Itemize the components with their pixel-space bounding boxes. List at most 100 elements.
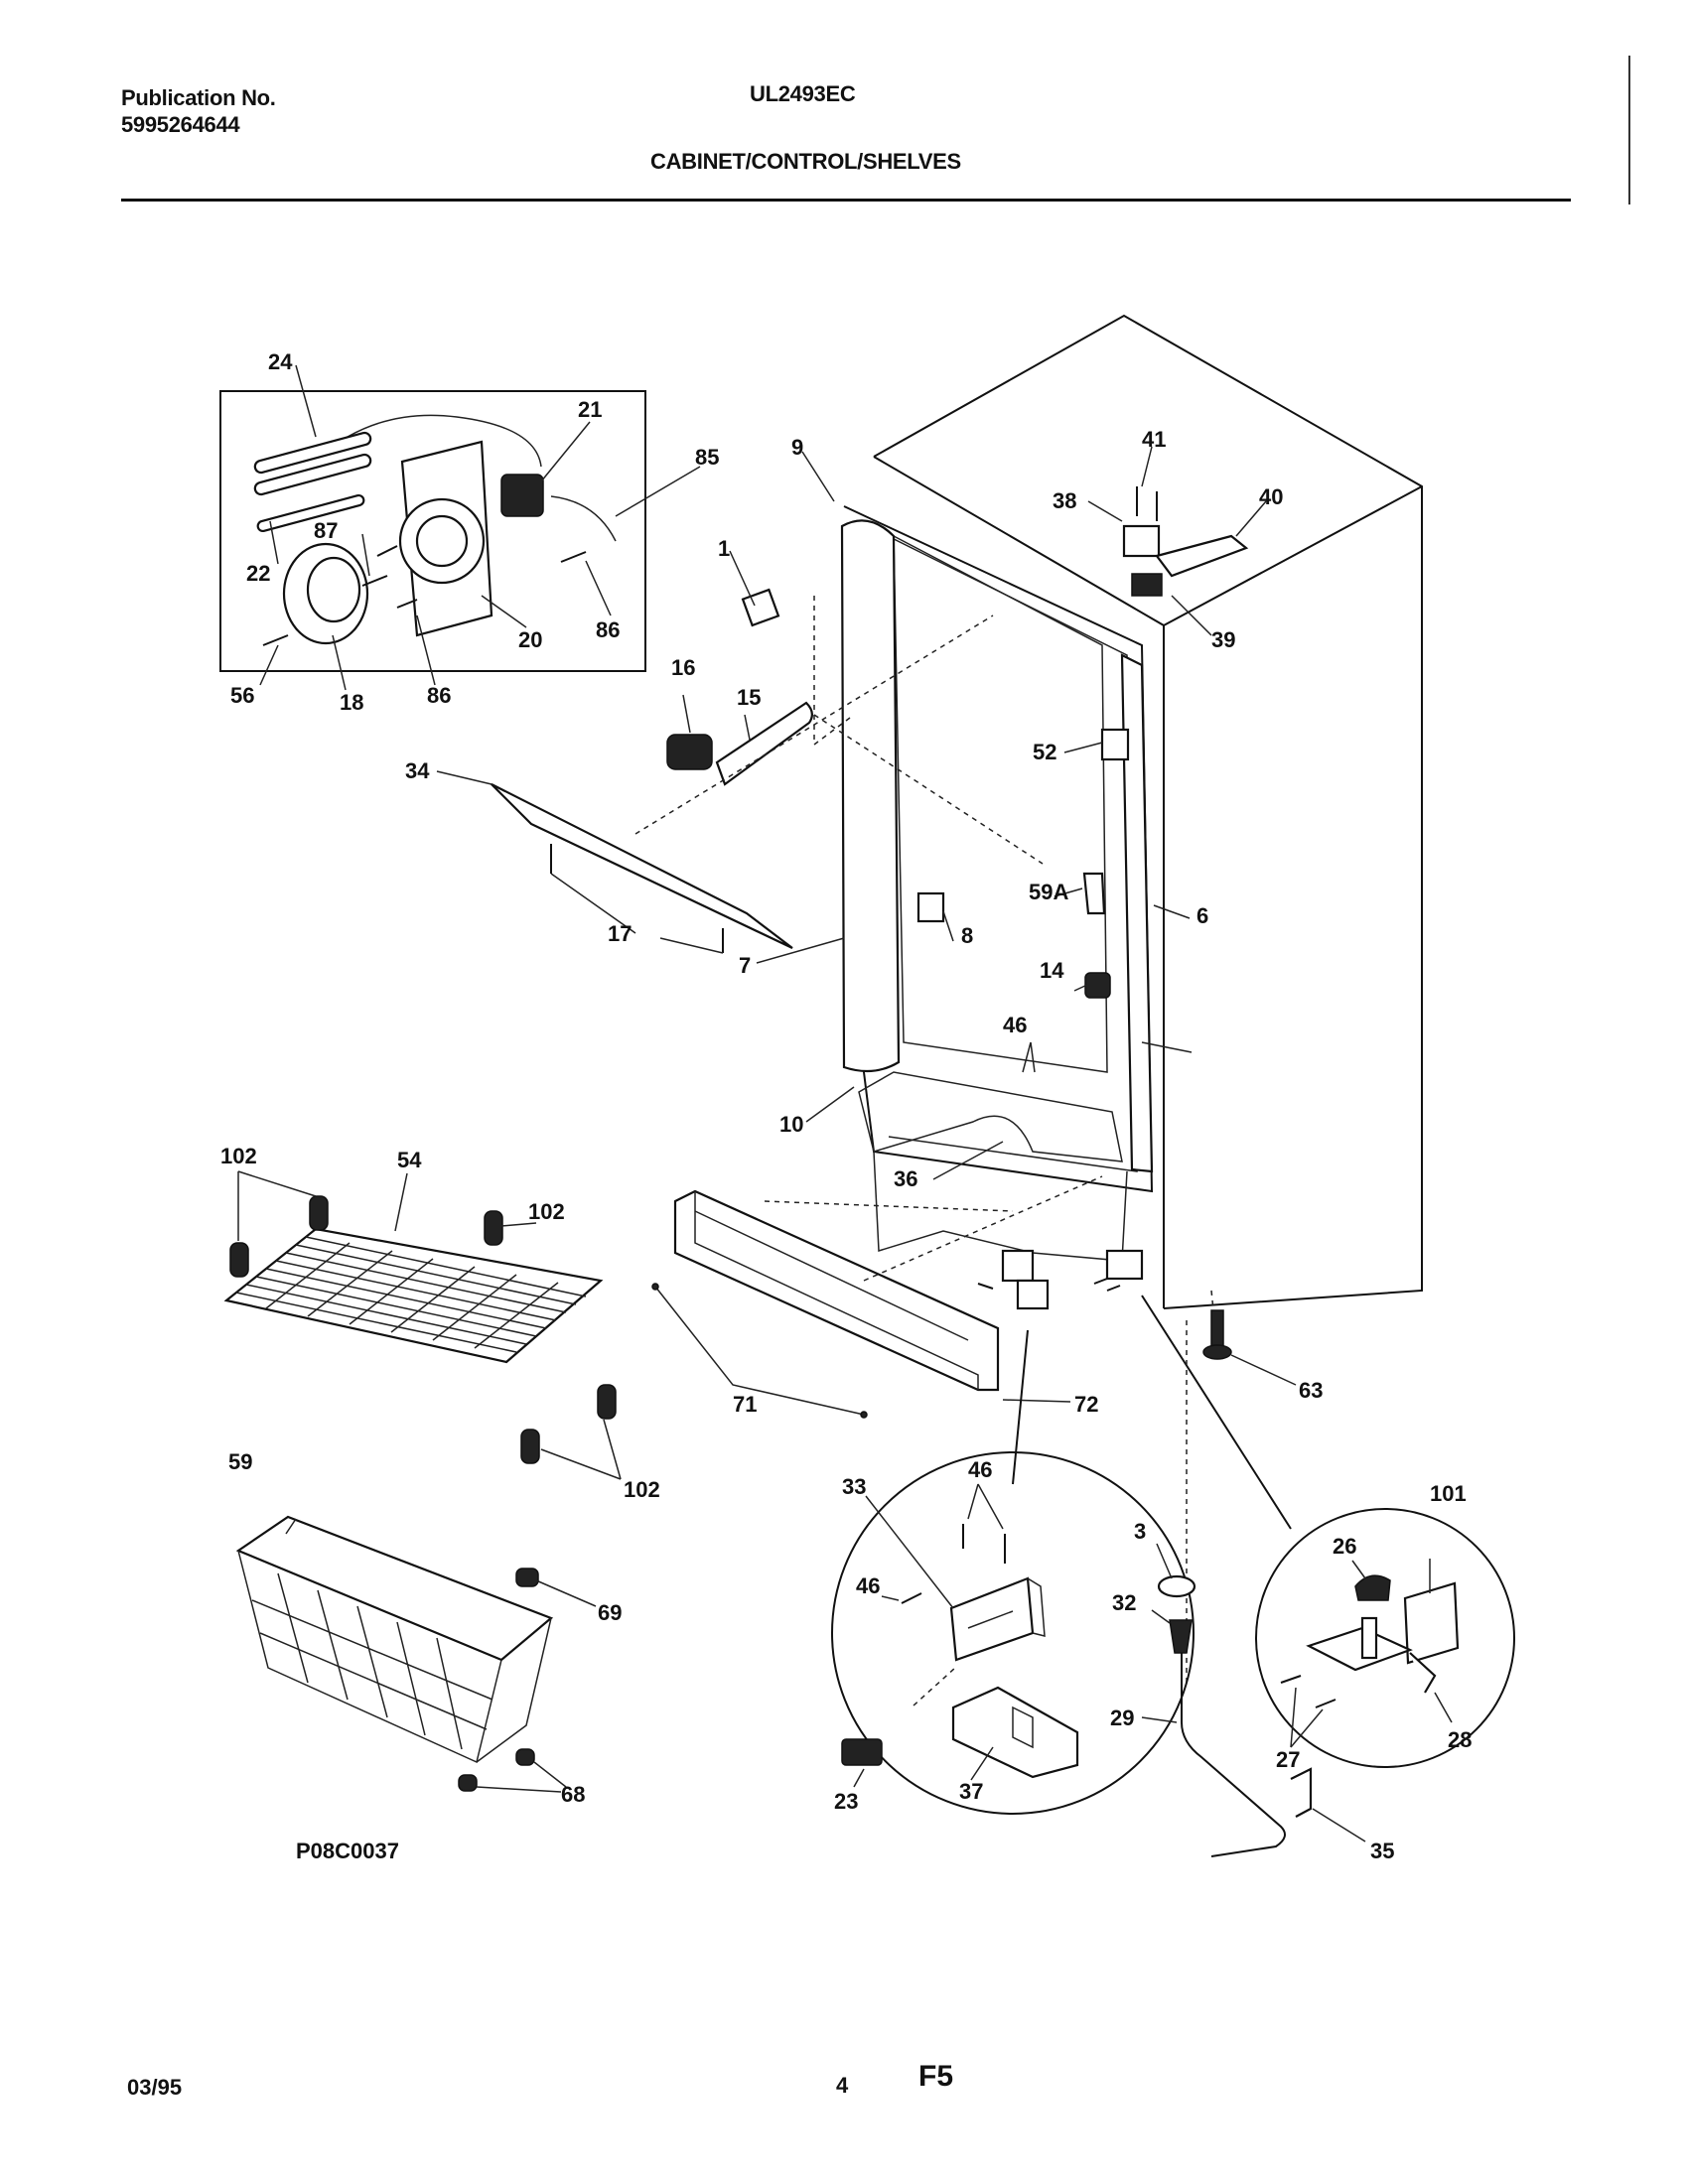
callout-59: 59 — [228, 1449, 252, 1474]
callout-87: 87 — [314, 518, 338, 543]
gasket-part-7 — [840, 519, 901, 1073]
footer-page-number: 4 — [836, 2073, 849, 2098]
callout-16: 16 — [671, 655, 695, 680]
callout-46-detail-top: 46 — [968, 1457, 992, 1482]
callout-15: 15 — [737, 685, 761, 710]
section-title: CABINET/CONTROL/SHELVES — [650, 149, 961, 174]
callout-3: 3 — [1134, 1519, 1146, 1544]
callout-36: 36 — [894, 1166, 917, 1191]
callout-1: 1 — [718, 536, 730, 561]
fan-motor-part-21 — [500, 474, 544, 517]
callout-56: 56 — [230, 683, 254, 708]
callout-102-bottom: 102 — [624, 1477, 660, 1502]
callout-33: 33 — [842, 1474, 866, 1499]
hinge-part-28 — [1409, 1652, 1437, 1694]
fan-bracket-part-20 — [398, 440, 493, 637]
clip-part-8 — [916, 891, 945, 923]
callout-41: 41 — [1142, 427, 1166, 452]
cap-part-26 — [1354, 1574, 1391, 1601]
heater-part-22 — [253, 431, 372, 533]
callout-32: 32 — [1112, 1590, 1136, 1615]
callout-46-cabinet: 46 — [1003, 1013, 1027, 1037]
callout-54: 54 — [397, 1148, 422, 1172]
shelf-support-clips-102 — [229, 1170, 622, 1480]
callout-17: 17 — [608, 921, 632, 946]
callout-28: 28 — [1448, 1727, 1472, 1752]
control-housing-part-34 — [491, 783, 793, 949]
callout-9: 9 — [791, 435, 803, 460]
plate-part-101 — [1403, 1581, 1460, 1665]
callout-27: 27 — [1276, 1747, 1300, 1772]
publication-label: Publication No. — [121, 85, 276, 110]
callout-34: 34 — [405, 758, 430, 783]
callout-10: 10 — [779, 1112, 803, 1137]
control-parts — [436, 550, 1044, 954]
callout-63: 63 — [1299, 1378, 1323, 1403]
detail-circle-right — [1255, 1508, 1515, 1768]
clip-part-52 — [1100, 728, 1130, 761]
control-part-38 — [1122, 524, 1161, 558]
callout-72: 72 — [1074, 1392, 1098, 1417]
fan-assembly-inset — [219, 364, 701, 691]
publication-number: 5995264644 — [121, 112, 240, 137]
callout-59A: 59A — [1029, 880, 1068, 904]
callout-24: 24 — [268, 349, 293, 374]
part-68 — [515, 1748, 535, 1766]
callout-68: 68 — [561, 1782, 585, 1807]
cabinet-body — [756, 314, 1423, 1309]
footer-date: 03/95 — [127, 2075, 183, 2100]
control-part-16 — [666, 734, 713, 770]
drain-parts — [1141, 1543, 1366, 1857]
callout-21: 21 — [578, 397, 602, 422]
handle-part-23 — [841, 1738, 883, 1766]
callout-69: 69 — [598, 1600, 622, 1625]
callout-labels: 24 21 85 87 22 20 86 86 56 18 9 1 16 15 … — [220, 349, 1472, 1863]
callout-23: 23 — [834, 1789, 858, 1814]
callout-35: 35 — [1370, 1839, 1394, 1863]
callout-52: 52 — [1033, 740, 1056, 764]
toe-grille-part-72 — [651, 1175, 1103, 1419]
callout-8: 8 — [961, 923, 973, 948]
callout-46-detail-left: 46 — [856, 1573, 880, 1598]
fitting-part-32 — [1169, 1619, 1193, 1654]
callout-37: 37 — [959, 1779, 983, 1804]
callout-38: 38 — [1053, 488, 1076, 513]
part-14 — [1084, 972, 1111, 999]
leveling-leg-part-63 — [1202, 1309, 1297, 1386]
hook-part-59A — [1082, 872, 1106, 915]
drain-tube-part-29 — [1181, 1653, 1286, 1857]
hinge-parts — [977, 1249, 1297, 1688]
callout-86-right: 86 — [596, 617, 620, 642]
callout-14: 14 — [1040, 958, 1064, 983]
fan-blade-part-18 — [282, 542, 369, 645]
footer-code: F5 — [918, 2060, 954, 2093]
callout-6: 6 — [1196, 903, 1208, 928]
part-1 — [741, 588, 780, 627]
clip-part-35 — [1290, 1767, 1313, 1818]
callout-101: 101 — [1430, 1481, 1467, 1506]
callout-7: 7 — [739, 953, 751, 978]
callout-85: 85 — [695, 445, 719, 470]
callout-20: 20 — [518, 627, 542, 652]
callout-102-top: 102 — [220, 1144, 257, 1168]
right-margin-rule — [1628, 56, 1630, 205]
capillary-part-15 — [715, 701, 813, 786]
part-69 — [515, 1568, 539, 1587]
knob-part-40 — [1155, 534, 1249, 578]
callout-29: 29 — [1110, 1706, 1134, 1730]
detail-circle-left — [831, 1451, 1195, 1815]
callout-102-right: 102 — [528, 1199, 565, 1224]
drawing-number: P08C0037 — [296, 1839, 399, 1863]
basket-part-59 — [235, 1515, 597, 1793]
callout-39: 39 — [1211, 627, 1235, 652]
cap-part-3 — [1157, 1574, 1196, 1598]
header-rule — [121, 199, 1571, 202]
callout-18: 18 — [340, 690, 363, 715]
callout-40: 40 — [1259, 484, 1283, 509]
callout-26: 26 — [1333, 1534, 1356, 1559]
plate-part-37 — [951, 1686, 1079, 1779]
shelf-part-54 — [223, 1227, 604, 1364]
plate-part-39 — [1131, 573, 1163, 597]
callout-86-bottom: 86 — [427, 683, 451, 708]
